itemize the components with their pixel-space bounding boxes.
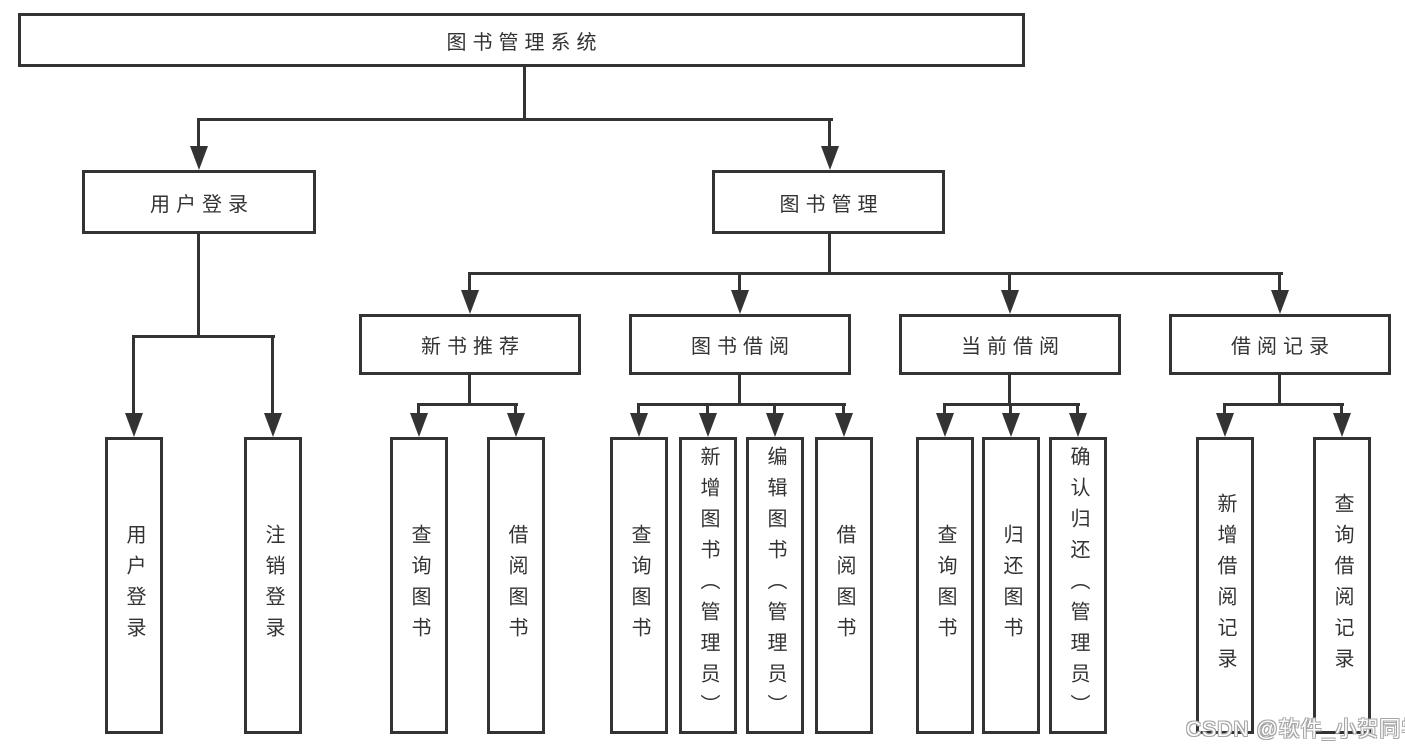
csdn-watermark: CSDN @软件_小贺同学 [1186, 718, 1405, 741]
node-current-borrow: 当前借阅 [899, 314, 1121, 375]
leaf-cb-query-book-label: 查询图书 [934, 523, 956, 648]
leaf-user-login-label: 用户登录 [123, 523, 145, 648]
connector-to-bb-query [637, 403, 640, 416]
arrow-nb-borrow [507, 413, 525, 437]
leaf-br-query-record-label: 查询借阅记录 [1331, 492, 1353, 679]
leaf-nb-query-book-label: 查询图书 [408, 523, 430, 648]
leaf-cb-confirm-return-admin: 确认归还（管理员） [1049, 437, 1107, 734]
connector-book-borrow-trunk [738, 375, 741, 406]
connector-root-hbar [197, 118, 833, 121]
arrow-bb-query [630, 413, 648, 437]
leaf-nb-borrow-book-label: 借阅图书 [505, 523, 527, 648]
connector-book-borrow-hbar [637, 403, 846, 406]
node-library-management-system: 图书管理系统 [18, 13, 1025, 67]
connector-current-borrow-trunk [1008, 375, 1011, 406]
leaf-bb-query-book-label: 查询图书 [628, 523, 650, 648]
connector-to-current-borrow [1008, 274, 1011, 293]
connector-user-login-trunk [197, 234, 200, 338]
connector-to-bb-add [706, 403, 709, 416]
node-borrow-record: 借阅记录 [1169, 314, 1391, 375]
connector-new-book-hbar [417, 403, 518, 406]
leaf-bb-edit-book-admin: 编辑图书（管理员） [746, 437, 804, 734]
leaf-logout: 注销登录 [244, 437, 302, 734]
connector-borrow-record-hbar [1223, 403, 1344, 406]
connector-root-trunk [523, 65, 526, 121]
arrow-bb-edit [766, 413, 784, 437]
connector-to-nb-query [417, 403, 420, 416]
connector-to-cb-return [1009, 403, 1012, 416]
leaf-nb-borrow-book: 借阅图书 [487, 437, 545, 734]
arrow-bb-borrow [835, 413, 853, 437]
connector-book-management-hbar [468, 272, 1283, 275]
arrow-cb-return [1002, 413, 1020, 437]
connector-borrow-record-trunk [1278, 375, 1281, 406]
connector-to-new-book [468, 274, 471, 293]
leaf-bb-add-book-admin-label: 新增图书（管理员） [697, 446, 719, 725]
leaf-cb-return-book-label: 归还图书 [1000, 523, 1022, 648]
node-book-management: 图书管理 [712, 170, 945, 234]
connector-new-book-trunk [468, 375, 471, 406]
connector-to-borrow-record [1278, 274, 1281, 293]
arrow-leaf-user-login [125, 413, 143, 437]
leaf-bb-edit-book-admin-label: 编辑图书（管理员） [764, 446, 786, 725]
connector-to-book-management [828, 120, 831, 148]
connector-user-login-hbar [132, 335, 275, 338]
connector-to-bb-edit [773, 403, 776, 416]
arrow-leaf-logout [264, 413, 282, 437]
connector-to-book-borrow [738, 274, 741, 293]
connector-to-br-add [1223, 403, 1226, 416]
leaf-br-query-record: 查询借阅记录 [1313, 437, 1371, 734]
leaf-cb-confirm-return-admin-label: 确认归还（管理员） [1067, 446, 1089, 725]
connector-to-leaf-logout [271, 335, 274, 416]
arrow-br-query [1333, 413, 1351, 437]
node-new-book-recommend: 新书推荐 [359, 314, 581, 375]
leaf-bb-borrow-book: 借阅图书 [815, 437, 873, 734]
arrow-bb-add [699, 413, 717, 437]
arrow-book-management [821, 146, 839, 170]
leaf-cb-query-book: 查询图书 [916, 437, 974, 734]
connector-to-leaf-user-login [132, 335, 135, 416]
leaf-bb-add-book-admin: 新增图书（管理员） [679, 437, 737, 734]
arrow-cb-confirm [1069, 413, 1087, 437]
arrow-current-borrow [1001, 290, 1019, 314]
leaf-nb-query-book: 查询图书 [390, 437, 448, 734]
arrow-cb-query [936, 413, 954, 437]
node-user-login: 用户登录 [82, 170, 316, 234]
leaf-user-login: 用户登录 [105, 437, 163, 734]
connector-to-cb-query [943, 403, 946, 416]
arrow-new-book [461, 290, 479, 314]
arrow-nb-query [410, 413, 428, 437]
leaf-bb-query-book: 查询图书 [610, 437, 668, 734]
arrow-br-add [1216, 413, 1234, 437]
connector-to-br-query [1340, 403, 1343, 416]
arrow-user-login [190, 146, 208, 170]
leaf-bb-borrow-book-label: 借阅图书 [833, 523, 855, 648]
connector-to-cb-confirm [1076, 403, 1079, 416]
leaf-logout-label: 注销登录 [262, 523, 284, 648]
connector-to-user-login [197, 120, 200, 148]
leaf-br-add-record: 新增借阅记录 [1196, 437, 1254, 734]
arrow-book-borrow [731, 290, 749, 314]
connector-book-management-trunk [828, 234, 831, 275]
arrow-borrow-record [1271, 290, 1289, 314]
leaf-br-add-record-label: 新增借阅记录 [1214, 492, 1236, 679]
node-book-borrow: 图书借阅 [629, 314, 851, 375]
leaf-cb-return-book: 归还图书 [982, 437, 1040, 734]
connector-to-bb-borrow [842, 403, 845, 416]
connector-to-nb-borrow [514, 403, 517, 416]
